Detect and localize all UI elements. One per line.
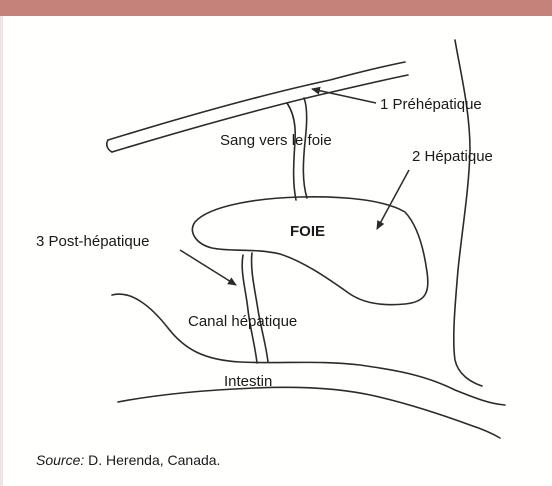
label-intestine: Intestin — [224, 373, 272, 391]
blood-vessel-upper-line — [108, 62, 405, 140]
label-blood-to-liver: Sang vers le foie — [220, 132, 332, 150]
blood-vessel-end-cap — [107, 140, 112, 152]
arrow-prehepatic — [312, 89, 376, 103]
label-liver: FOIE — [290, 223, 325, 241]
arrow-posthepatic — [180, 250, 236, 285]
source-text: D. Herenda, Canada. — [84, 452, 220, 468]
liver-outline — [192, 197, 427, 305]
source-key: Source: — [36, 452, 84, 468]
label-bile-duct: Canal hépatique — [188, 313, 297, 331]
label-posthepatic: 3 Post-hépatique — [36, 233, 149, 251]
arrow-hepatic — [377, 170, 409, 229]
label-prehepatic: 1 Préhépatique — [380, 96, 482, 114]
bile-duct-left-line — [242, 255, 257, 363]
source-credit: Source: D. Herenda, Canada. — [36, 451, 220, 469]
label-hepatic: 2 Hépatique — [412, 148, 493, 166]
portal-branch-left-line — [287, 103, 296, 200]
vena-cava-line — [454, 40, 482, 386]
intestine-lower-contour — [118, 387, 500, 438]
